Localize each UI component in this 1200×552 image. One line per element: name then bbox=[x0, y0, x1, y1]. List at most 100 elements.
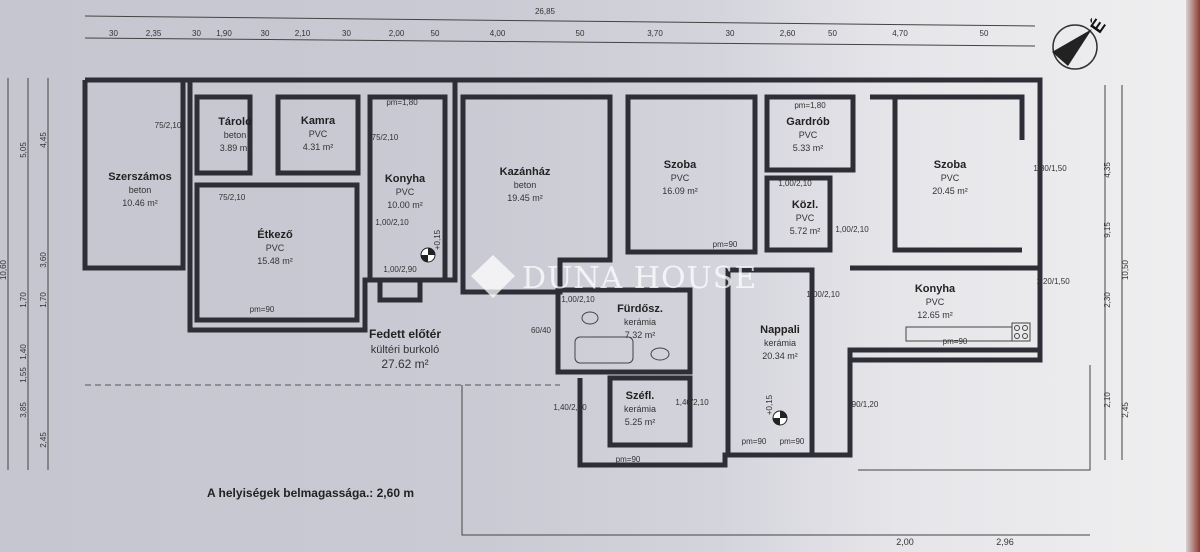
right-dimensions bbox=[1104, 85, 1123, 460]
room-label: Közl. PVC 5.72 m² bbox=[790, 199, 821, 236]
stove-icon bbox=[1011, 322, 1031, 342]
opening-label: 1,80/1,50 bbox=[1033, 164, 1067, 173]
dimension-label: 2,45 bbox=[39, 432, 48, 448]
room-name: Tároló bbox=[218, 116, 252, 128]
room-area: 10.00 m² bbox=[387, 200, 423, 210]
room-name: Közl. bbox=[792, 199, 818, 211]
room-floor: beton bbox=[224, 130, 247, 140]
ceiling-height-note: A helyiségek belmagassága.: 2,60 m bbox=[207, 486, 414, 500]
opening-label: pm=90 bbox=[780, 437, 805, 446]
room-area: 5.25 m² bbox=[625, 417, 656, 427]
toilet-icon bbox=[581, 311, 599, 325]
dimension-label: 4,45 bbox=[39, 132, 48, 148]
dimension-label: 1,55 bbox=[19, 367, 28, 383]
dimension-label: 30 bbox=[192, 29, 201, 38]
dimension-label: 2,45 bbox=[1121, 402, 1130, 418]
left-dimensions bbox=[7, 78, 49, 470]
opening-label: pm=90 bbox=[943, 337, 968, 346]
room-area: 4.31 m² bbox=[303, 142, 334, 152]
watermark-text: DUNA HOUSE bbox=[522, 261, 757, 296]
dimension-label: 50 bbox=[431, 29, 440, 38]
dimension-label: 30 bbox=[342, 29, 351, 38]
kitchen-counter bbox=[905, 326, 1013, 342]
opening-label: pm=1,80 bbox=[794, 101, 826, 110]
room-floor: PVC bbox=[926, 297, 945, 307]
bathtub bbox=[574, 336, 634, 364]
opening-label: 75/2,10 bbox=[372, 133, 399, 142]
room-area: 5.72 m² bbox=[790, 226, 821, 236]
top-dimensions: 26,85 bbox=[84, 7, 1036, 47]
opening-label: pm=90 bbox=[250, 305, 275, 314]
room-area: 19.45 m² bbox=[507, 193, 543, 203]
opening-label: pm=1,80 bbox=[386, 98, 418, 107]
dimension-label: 2,30 bbox=[1103, 292, 1112, 308]
dim-bottom: 2,00 bbox=[896, 537, 914, 547]
dimension-label: 2,35 bbox=[146, 29, 162, 38]
dimension-label: 5,05 bbox=[19, 142, 28, 158]
room-label: Fürdősz. kerámia 7.32 m² bbox=[617, 303, 663, 340]
dimension-label: 1,70 bbox=[39, 292, 48, 308]
dimension-label: 9,15 bbox=[1103, 222, 1112, 238]
room-floor: kerámia bbox=[764, 338, 796, 348]
room-name: Fürdősz. bbox=[617, 303, 663, 315]
room-area: 15.48 m² bbox=[257, 256, 293, 266]
room-floor: beton bbox=[129, 185, 152, 195]
dimension-label: 2,60 bbox=[780, 29, 796, 38]
opening-label: 60/40 bbox=[531, 326, 552, 335]
level-mark-label: +0,15 bbox=[433, 229, 442, 250]
dimension-label: 50 bbox=[576, 29, 585, 38]
room-name: Nappali bbox=[760, 324, 800, 336]
room-floor: PVC bbox=[796, 213, 815, 223]
walls bbox=[82, 77, 1043, 468]
dimension-label: 4,35 bbox=[1103, 162, 1112, 178]
room-area: 10.46 m² bbox=[122, 198, 158, 208]
opening-label: 75/2,10 bbox=[219, 193, 246, 202]
level-mark-label: +0,15 bbox=[765, 394, 774, 415]
room-name: Kazánház bbox=[500, 166, 551, 178]
room-name: Szerszámos bbox=[108, 171, 172, 183]
dim-total: 26,85 bbox=[535, 7, 556, 16]
room-name: Étkező bbox=[257, 228, 293, 241]
dimension-label: 3,60 bbox=[39, 252, 48, 268]
dimension-label: 1,40 bbox=[19, 344, 28, 360]
dimension-label: 50 bbox=[980, 29, 989, 38]
room-name: Gardrób bbox=[786, 116, 830, 128]
room-floor: kültéri burkoló bbox=[371, 344, 439, 356]
duna-house-logo: DUNA HOUSE bbox=[471, 255, 757, 298]
level-mark-icon bbox=[420, 247, 788, 426]
dimension-label: 4,70 bbox=[892, 29, 908, 38]
dimension-label: 50 bbox=[828, 29, 837, 38]
room-floor: beton bbox=[514, 180, 537, 190]
dimension-label: 3,70 bbox=[647, 29, 663, 38]
room-floor: PVC bbox=[396, 187, 415, 197]
room-area: 7.32 m² bbox=[625, 330, 656, 340]
room-area: 20.34 m² bbox=[762, 351, 798, 361]
room-floor: PVC bbox=[671, 173, 690, 183]
dimension-label: 3,85 bbox=[19, 402, 28, 418]
room-name: Kamra bbox=[301, 115, 336, 127]
dimension-label: 30 bbox=[109, 29, 118, 38]
dimension-label: 30 bbox=[261, 29, 270, 38]
room-floor: kerámia bbox=[624, 317, 656, 327]
dimension-label: 30 bbox=[726, 29, 735, 38]
dimension-label: 1,90 bbox=[216, 29, 232, 38]
room-floor: kerámia bbox=[624, 404, 656, 414]
room-name: Konyha bbox=[385, 173, 426, 185]
opening-label: 1,40/2,10 bbox=[675, 398, 709, 407]
room-label: Nappali kerámia 20.34 m² bbox=[760, 324, 800, 361]
dimension-label: 10,60 bbox=[0, 259, 8, 280]
opening-label: 1,20/1,50 bbox=[1036, 277, 1070, 286]
room-area: 27.62 m² bbox=[381, 357, 428, 371]
dimension-label: 2,10 bbox=[1103, 392, 1112, 408]
dim-bottom: 2,96 bbox=[996, 537, 1014, 547]
room-area: 20.45 m² bbox=[932, 186, 968, 196]
